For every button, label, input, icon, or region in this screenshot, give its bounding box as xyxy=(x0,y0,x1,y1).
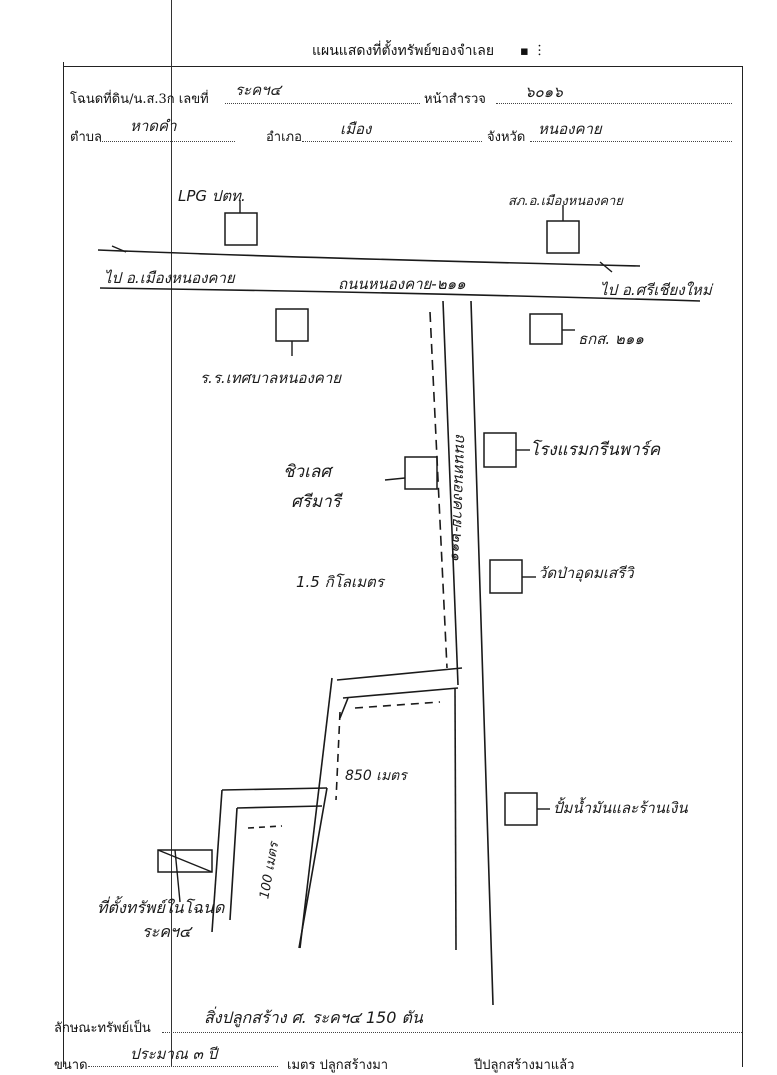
deed-dotted-line xyxy=(225,103,420,104)
subdistrict-value: หาดคำ xyxy=(130,117,177,135)
district-value: เมือง xyxy=(340,120,372,138)
size-value: ประมาณ ๓ ปี xyxy=(130,1045,218,1063)
landmark-temple: วัดป่าอุดมเสรีวิ xyxy=(538,564,634,582)
police-station-marker xyxy=(546,220,580,254)
distance-main: 1.5 กิโลเมตร xyxy=(296,573,384,591)
bank-marker xyxy=(529,313,563,345)
built-label: เมตร ปลูกสร้างมา xyxy=(287,1058,389,1073)
landmark-station: ปั้มน้ำมันและร้านเงิน xyxy=(553,799,688,817)
landmark-school: ร.ร.เทศบาลหนองคาย xyxy=(200,369,342,387)
target-label: ที่ตั้งทรัพย์ในโฉนด xyxy=(97,898,225,917)
landmark-lpg: LPG ปตท. xyxy=(178,187,246,205)
distance-branch: 850 เมตร xyxy=(345,768,407,784)
size-label: ขนาด xyxy=(54,1058,88,1073)
landmark-shop-line-2: ศรีมารี xyxy=(291,492,341,512)
province-value: หนองคาย xyxy=(538,120,602,138)
station-marker xyxy=(504,792,538,826)
landmark-police: สภ.อ.เมืองหนองคาย xyxy=(508,194,623,209)
year-label: ปีปลูกสร้างมาแล้ว xyxy=(474,1058,575,1073)
subdistrict-label: ตำบล xyxy=(70,130,102,145)
temple-marker xyxy=(489,559,523,594)
subdistrict-dotted-line xyxy=(100,141,235,142)
shop-marker xyxy=(404,456,438,490)
survey-label: หน้าสำรวจ xyxy=(424,92,486,107)
landmark-hotel: โรงแรมกรีนพาร์ค xyxy=(530,440,661,460)
main-road-name: ถนนหนองคาย-๒๑๑ xyxy=(338,275,466,293)
survey-dotted-line xyxy=(496,103,732,104)
fold-line xyxy=(171,0,172,1067)
landmark-shop-line-1: ชิวเลศ xyxy=(283,462,332,482)
page-border-right xyxy=(742,66,743,1067)
page-title: แผนแสดงที่ตั้งทรัพย์ของจำเลย xyxy=(312,43,495,59)
page-mark: ▪ ︙ xyxy=(520,44,546,59)
direction-right: ไป อ.ศรีเชียงใหม่ xyxy=(600,281,712,299)
property-label: ลักษณะทรัพย์เป็น xyxy=(54,1021,151,1036)
landmark-bank: ธกส. ๒๑๑ xyxy=(578,330,644,348)
page-border-top xyxy=(63,66,743,67)
deed-label: โฉนดที่ดิน/น.ส.3ก เลขที่ xyxy=(70,92,209,107)
property-value: สิ่งปลูกสร้าง ศ. ระคฯ๔ 150 ตัน xyxy=(204,1008,423,1027)
direction-left: ไป อ.เมืองหนองคาย xyxy=(104,269,235,287)
target-number: ระคฯ๔ xyxy=(142,922,191,941)
deed-number: ระคฯ๔ xyxy=(235,81,281,99)
hotel-marker xyxy=(483,432,517,468)
property-dotted-line xyxy=(162,1032,742,1033)
district-label: อำเภอ xyxy=(266,130,302,145)
page-border-left xyxy=(63,62,64,1067)
lpg-station-marker xyxy=(224,212,258,246)
school-marker xyxy=(275,308,309,342)
district-dotted-line xyxy=(302,141,482,142)
province-label: จังหวัด xyxy=(487,130,526,145)
province-dotted-line xyxy=(530,141,732,142)
survey-number: ๖๐๑๖ xyxy=(525,83,563,101)
target-marker xyxy=(157,849,213,873)
side-road-name: ถนนหนองคาย-๒๑๑ xyxy=(447,432,471,562)
